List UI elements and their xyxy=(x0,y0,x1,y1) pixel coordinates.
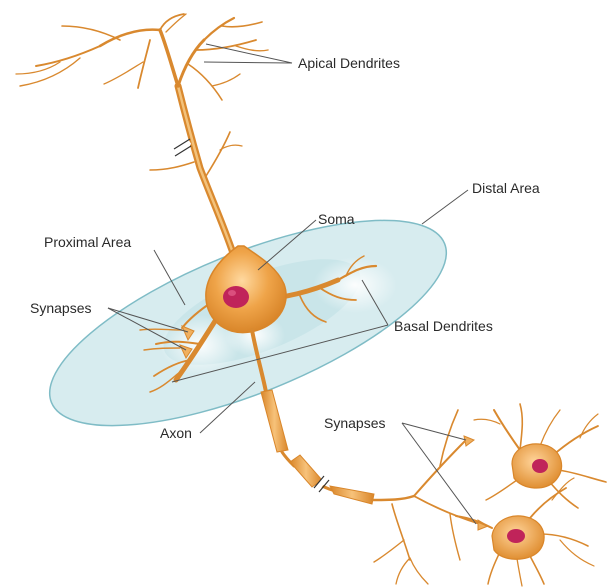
target-neuron-lower xyxy=(456,478,594,586)
label-synapses-right: Synapses xyxy=(324,415,385,431)
label-distal-area: Distal Area xyxy=(472,180,540,196)
label-basal-dendrites: Basal Dendrites xyxy=(394,318,493,334)
label-axon: Axon xyxy=(160,425,192,441)
apical-break-mark xyxy=(174,139,191,156)
target-neuron-upper xyxy=(474,404,606,508)
label-proximal-area: Proximal Area xyxy=(44,234,131,250)
axon-terminals xyxy=(372,410,488,584)
label-apical-dendrites: Apical Dendrites xyxy=(298,55,400,71)
label-soma: Soma xyxy=(318,211,355,227)
apical-dendrites xyxy=(16,14,268,262)
label-synapses-left: Synapses xyxy=(30,300,91,316)
